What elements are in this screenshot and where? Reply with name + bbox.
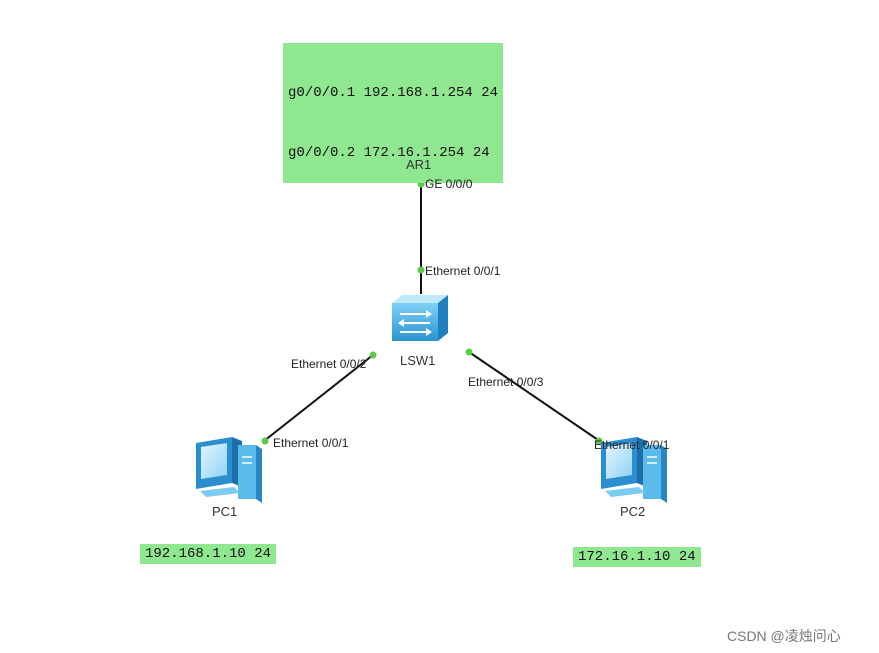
router-name: AR1 bbox=[406, 157, 432, 172]
port-dot-pc2-e1 bbox=[595, 437, 603, 445]
router-config-note: g0/0/0.1 192.168.1.254 24 g0/0/0.2 172.1… bbox=[283, 43, 504, 183]
pc2-name: PC2 bbox=[620, 504, 646, 519]
port-label-lsw1-e2: Ethernet 0/0/2 bbox=[291, 357, 367, 371]
port-label-lsw1-e1: Ethernet 0/0/1 bbox=[425, 264, 501, 278]
pc1-icon[interactable] bbox=[196, 437, 262, 503]
port-dot-lsw1-e3 bbox=[465, 348, 473, 356]
port-label-lsw1-e3: Ethernet 0/0/3 bbox=[468, 375, 544, 389]
switch-icon[interactable] bbox=[392, 295, 448, 341]
pc2-icon[interactable] bbox=[601, 437, 667, 503]
router-config-line-2: g0/0/0.2 172.16.1.254 24 bbox=[288, 145, 490, 161]
switch-name: LSW1 bbox=[400, 353, 436, 368]
router-config-line-1: g0/0/0.1 192.168.1.254 24 bbox=[288, 85, 499, 101]
pc2-ip-note: 172.16.1.10 24 bbox=[573, 547, 701, 567]
port-label-pc2-e1: Ethernet 0/0/1 bbox=[594, 438, 670, 452]
watermark: CSDN @凌烛问心 bbox=[727, 628, 841, 644]
port-dot-lsw1-e1 bbox=[417, 266, 425, 274]
pc1-ip-note: 192.168.1.10 24 bbox=[140, 544, 277, 564]
port-label-ar1-ge: GE 0/0/0 bbox=[425, 177, 473, 191]
link-lsw1-pc1[interactable] bbox=[263, 354, 374, 442]
port-dot-lsw1-e2 bbox=[369, 351, 377, 359]
pc1-name: PC1 bbox=[212, 504, 238, 519]
port-dot-pc1-e1 bbox=[261, 437, 269, 445]
port-label-pc1-e1: Ethernet 0/0/1 bbox=[273, 436, 349, 450]
link-lsw1-pc2[interactable] bbox=[468, 351, 605, 445]
